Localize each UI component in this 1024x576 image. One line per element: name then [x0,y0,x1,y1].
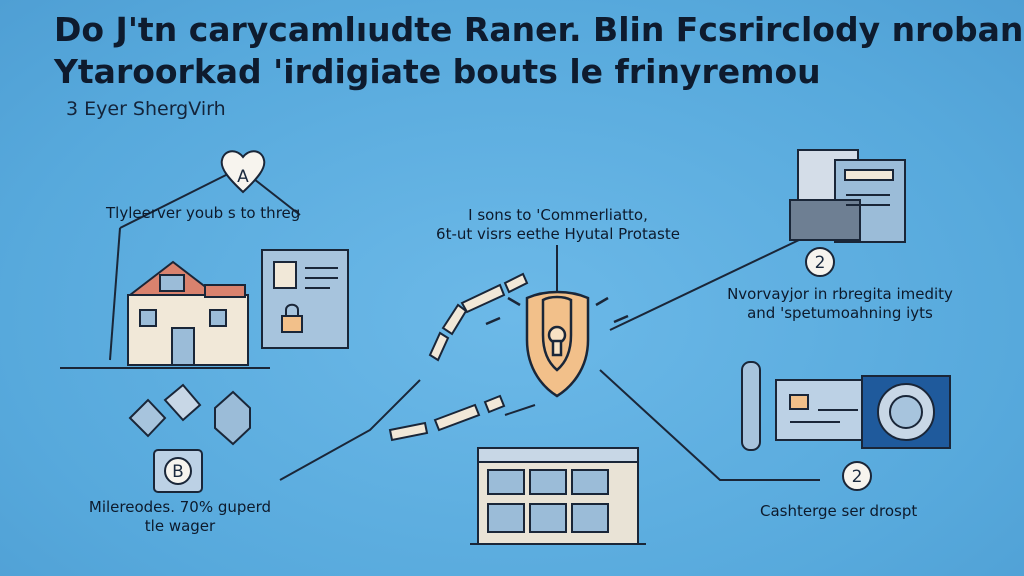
office-building-icon [470,447,646,545]
connector-card-shield [599,369,820,481]
documents-icon [789,149,906,243]
arrow-stream-icon [388,272,529,442]
connector-building-shield [504,404,536,416]
blocks-badge-text: B [172,462,184,482]
badge-2-top-icon [805,247,835,277]
documents-badge-text: 2 [815,253,826,273]
shield-label: I sons to 'Commerliatto, 6t-ut visrs eet… [408,206,708,244]
lock-panel-icon [261,249,349,349]
badge-2-bottom-icon [842,461,872,491]
documents-label: Nvorvayjor in rbregita imedity and 'spet… [690,285,990,323]
house-label: Tlyleerver youb s to threg [106,204,301,222]
documents-label-line-2: and 'spetumoahning iyts [747,304,933,322]
connector-blocks-center [279,379,421,481]
house-badge-text: A [237,167,249,187]
connector-docs-shield [609,229,821,331]
blocks-icon [128,383,251,446]
documents-label-line-1: Nvorvayjor in rbregita imedity [727,285,953,303]
blocks-label: Milereodes. 70% guperd tle wager [60,498,300,536]
blocks-label-line-1: Milereodes. 70% guperd [88,498,272,516]
shield-lock-icon [485,290,629,398]
heart-badge-icon [220,150,266,194]
shield-label-line-1: I sons to 'Commerliatto, [468,206,648,224]
house-icon [60,260,270,369]
card-label: Cashterge ser drospt [760,502,918,520]
blocks-label-line-2: tle wager [144,517,216,535]
card-icon [741,361,951,451]
title-line-1: Do J'tn carycamlıudte Raner. Blin Fcsrir… [54,10,1024,49]
subtitle: 3 Eyer ShergVirh [66,98,226,120]
b-badge-icon [153,449,203,493]
title-line-2: Ytaroorkad 'irdigiate bouts le frinyremo… [54,52,821,91]
shield-label-line-2: 6t-ut visrs eethe Hyutal Protaste [436,225,680,243]
connector-house-left [109,227,121,361]
card-badge-text: 2 [852,467,863,487]
